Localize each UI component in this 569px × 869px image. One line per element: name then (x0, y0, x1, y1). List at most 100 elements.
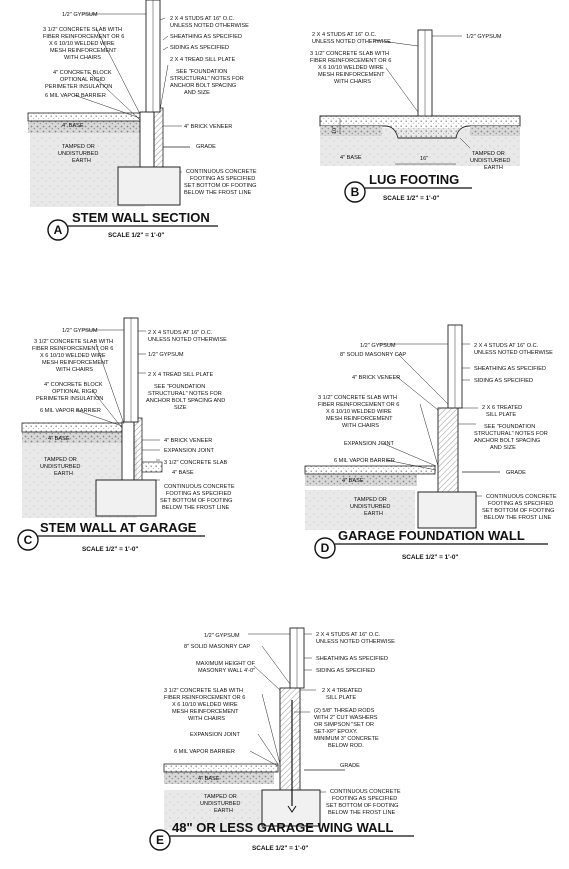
label-earth-2: UNDISTURBED (58, 151, 98, 157)
label-siding: SIDING AS SPECIFIED (316, 668, 375, 674)
label-slab-3: X 6 10/10 WELDED WIRE (40, 353, 106, 359)
label-footing-3: SET BOTTOM OF FOOTING (482, 508, 555, 514)
base-gravel (470, 126, 520, 136)
label-rods-4: SET-XP" EPOXY. (314, 729, 358, 735)
label-footing-2: FOOTING AS SPECIFIED (488, 501, 553, 507)
detail-scale-b: SCALE 1/2" = 1'-0" (383, 195, 439, 202)
detail-title-e: 48" OR LESS GARAGE WING WALL (172, 820, 393, 835)
label-cap: 8" SOLID MASONRY CAP (184, 644, 250, 650)
label-vapor: 6 MIL VAPOR BARRIER (45, 93, 106, 99)
detail-key-c: C (24, 533, 33, 547)
footing (417, 491, 477, 529)
detail-scale-e: SCALE 1/2" = 1'-0" (252, 845, 308, 852)
label-slab-5: WITH CHAIRS (188, 716, 225, 722)
detail-key-a: A (54, 223, 63, 237)
label-footing-1: CONTINUOUS CONCRETE (330, 789, 401, 795)
label-insul-1: OPTIONAL RIGID (52, 389, 97, 395)
label-block: 4" CONCRETE BLOCK (44, 382, 103, 388)
label-footing-2: FOOTING AS SPECIFIED (166, 491, 231, 497)
label-footing-2: FOOTING AS SPECIFIED (332, 796, 397, 802)
label-expansion: EXPANSION JOINT (190, 732, 241, 738)
label-sill: 2 X 4 TREAD SILL PLATE (170, 57, 235, 63)
label-earth-2: UNDISTURBED (40, 464, 80, 470)
block-wall (121, 421, 135, 481)
detail-marker-c (17, 529, 39, 551)
footing (261, 789, 321, 827)
labels-right: 2 X 4 STUDS AT 16" O.C. UNLESS NOTED OTH… (146, 330, 235, 511)
label-studs-1: 2 X 4 STUDS AT 16" O.C. (312, 32, 377, 38)
label-slab-3: X 6 10/10 WELDED WIRE (49, 41, 115, 47)
label-slab-4: MESH REINFORCEMENT (42, 360, 109, 366)
label-sheathing: SHEATHING AS SPECIFIED (474, 366, 546, 372)
label-footing-1: CONTINUOUS CONCRETE (186, 169, 257, 175)
masonry-wall (437, 407, 459, 493)
label-brick: 4" BRICK VENEER (164, 438, 212, 444)
base-gravel (164, 772, 274, 784)
masonry-wall (279, 687, 301, 791)
label-sheathing: SHEATHING AS SPECIFIED (170, 34, 242, 40)
label-gypsum-r: 1/2" GYPSUM (148, 352, 184, 358)
detail-scale-a: SCALE 1/2" = 1'-0" (108, 232, 164, 239)
label-slab-5: WITH CHAIRS (342, 423, 379, 429)
base-gravel (320, 126, 382, 136)
label-gypsum: 1/2" GYPSUM (360, 343, 396, 349)
label-see-2: STRUCTURAL" NOTES FOR (474, 431, 548, 437)
labels-left: 1/2" GYPSUM 3 1/2" CONCRETE SLAB WITH FI… (43, 12, 124, 164)
label-sill: 2 X 4 TREAD SILL PLATE (148, 372, 213, 378)
label-earth-1: TAMPED OR (44, 457, 77, 463)
label-footing-3: SET BOTTOM OF FOOTING (184, 183, 257, 189)
label-rods-6: BELOW ROD. (328, 743, 364, 749)
label-vapor: 6 MIL VAPOR BARRIER (174, 749, 235, 755)
label-grade: GRADE (506, 470, 526, 476)
label-see-1: SEE "FOUNDATION (154, 384, 205, 390)
detail-title-a: STEM WALL SECTION (72, 210, 210, 225)
label-sheathing: SHEATHING AS SPECIFIED (316, 656, 388, 662)
detail-b: 2 X 4 STUDS AT 16" O.C. UNLESS NOTED OTH… (310, 29, 521, 203)
label-dim-16: 16" (420, 156, 428, 162)
label-slab-1: 3 1/2" CONCRETE SLAB WITH (43, 27, 122, 33)
label-sill-1: 2 X 4 TREATED (322, 688, 362, 694)
label-gypsum: 1/2" GYPSUM (62, 328, 98, 334)
label-maxheight-2: MASONRY WALL 4'-0" (198, 668, 255, 674)
label-studs-1: 2 X 4 STUDS AT 16" O.C. (474, 343, 539, 349)
label-see-4: AND SIZE (184, 90, 210, 96)
label-maxheight-1: MAXIMUM HEIGHT OF (196, 661, 256, 667)
base-gravel (305, 474, 417, 486)
label-earth-1: TAMPED OR (204, 794, 237, 800)
label-studs-1: 2 X 4 STUDS AT 16" O.C. (316, 632, 381, 638)
label-earth-2: UNDISTURBED (470, 158, 510, 164)
label-slab-5: WITH CHAIRS (64, 55, 101, 61)
brick-veneer (133, 417, 143, 481)
label-see-2: STRUCTURAL" NOTES FOR (170, 76, 244, 82)
detail-scale-d: SCALE 1/2" = 1'-0" (402, 554, 458, 561)
label-see-3: ANCHOR BOLT SPACING AND (146, 398, 225, 404)
label-insul-1: OPTIONAL RIGID (60, 77, 105, 83)
label-studs-2: UNLESS NOTED OTHERWISE (316, 639, 395, 645)
label-brick: 4" BRICK VENEER (184, 124, 232, 130)
garage-slab (141, 461, 163, 473)
detail-key-e: E (156, 833, 164, 847)
footing (95, 479, 157, 517)
earth-fill (305, 490, 415, 530)
label-studs-2: UNLESS NOTED OTHERWISE (148, 337, 227, 343)
label-insul-2: PERIMETER INSULATION (45, 84, 112, 90)
label-base: 4" BASE (198, 776, 220, 782)
label-slab-2: FIBER REINFORCEMENT OR 6 (164, 695, 245, 701)
label-see-1: SEE "FOUNDATION (484, 424, 535, 430)
label-gypsum: 1/2" GYPSUM (204, 633, 240, 639)
detail-marker-d (314, 537, 336, 559)
label-slab-5: WITH CHAIRS (56, 367, 93, 373)
footing (117, 166, 181, 206)
label-rods-2: WITH 2" CUT WASHERS (314, 715, 378, 721)
label-base: 4" BASE (48, 436, 70, 442)
labels-left: 1/2" GYPSUM 8" SOLID MASONRY CAP MAXIMUM… (164, 633, 256, 814)
label-see-2: STRUCTURAL" NOTES FOR (148, 391, 222, 397)
detail-marker-e (149, 829, 171, 851)
detail-d: 1/2" GYPSUM 8" SOLID MASONRY CAP 4" BRIC… (304, 324, 557, 561)
label-slab-4: MESH REINFORCEMENT (318, 72, 385, 78)
leaders (248, 633, 326, 793)
leaders (75, 329, 160, 481)
lug-slab (319, 115, 521, 139)
leaders (73, 13, 182, 173)
